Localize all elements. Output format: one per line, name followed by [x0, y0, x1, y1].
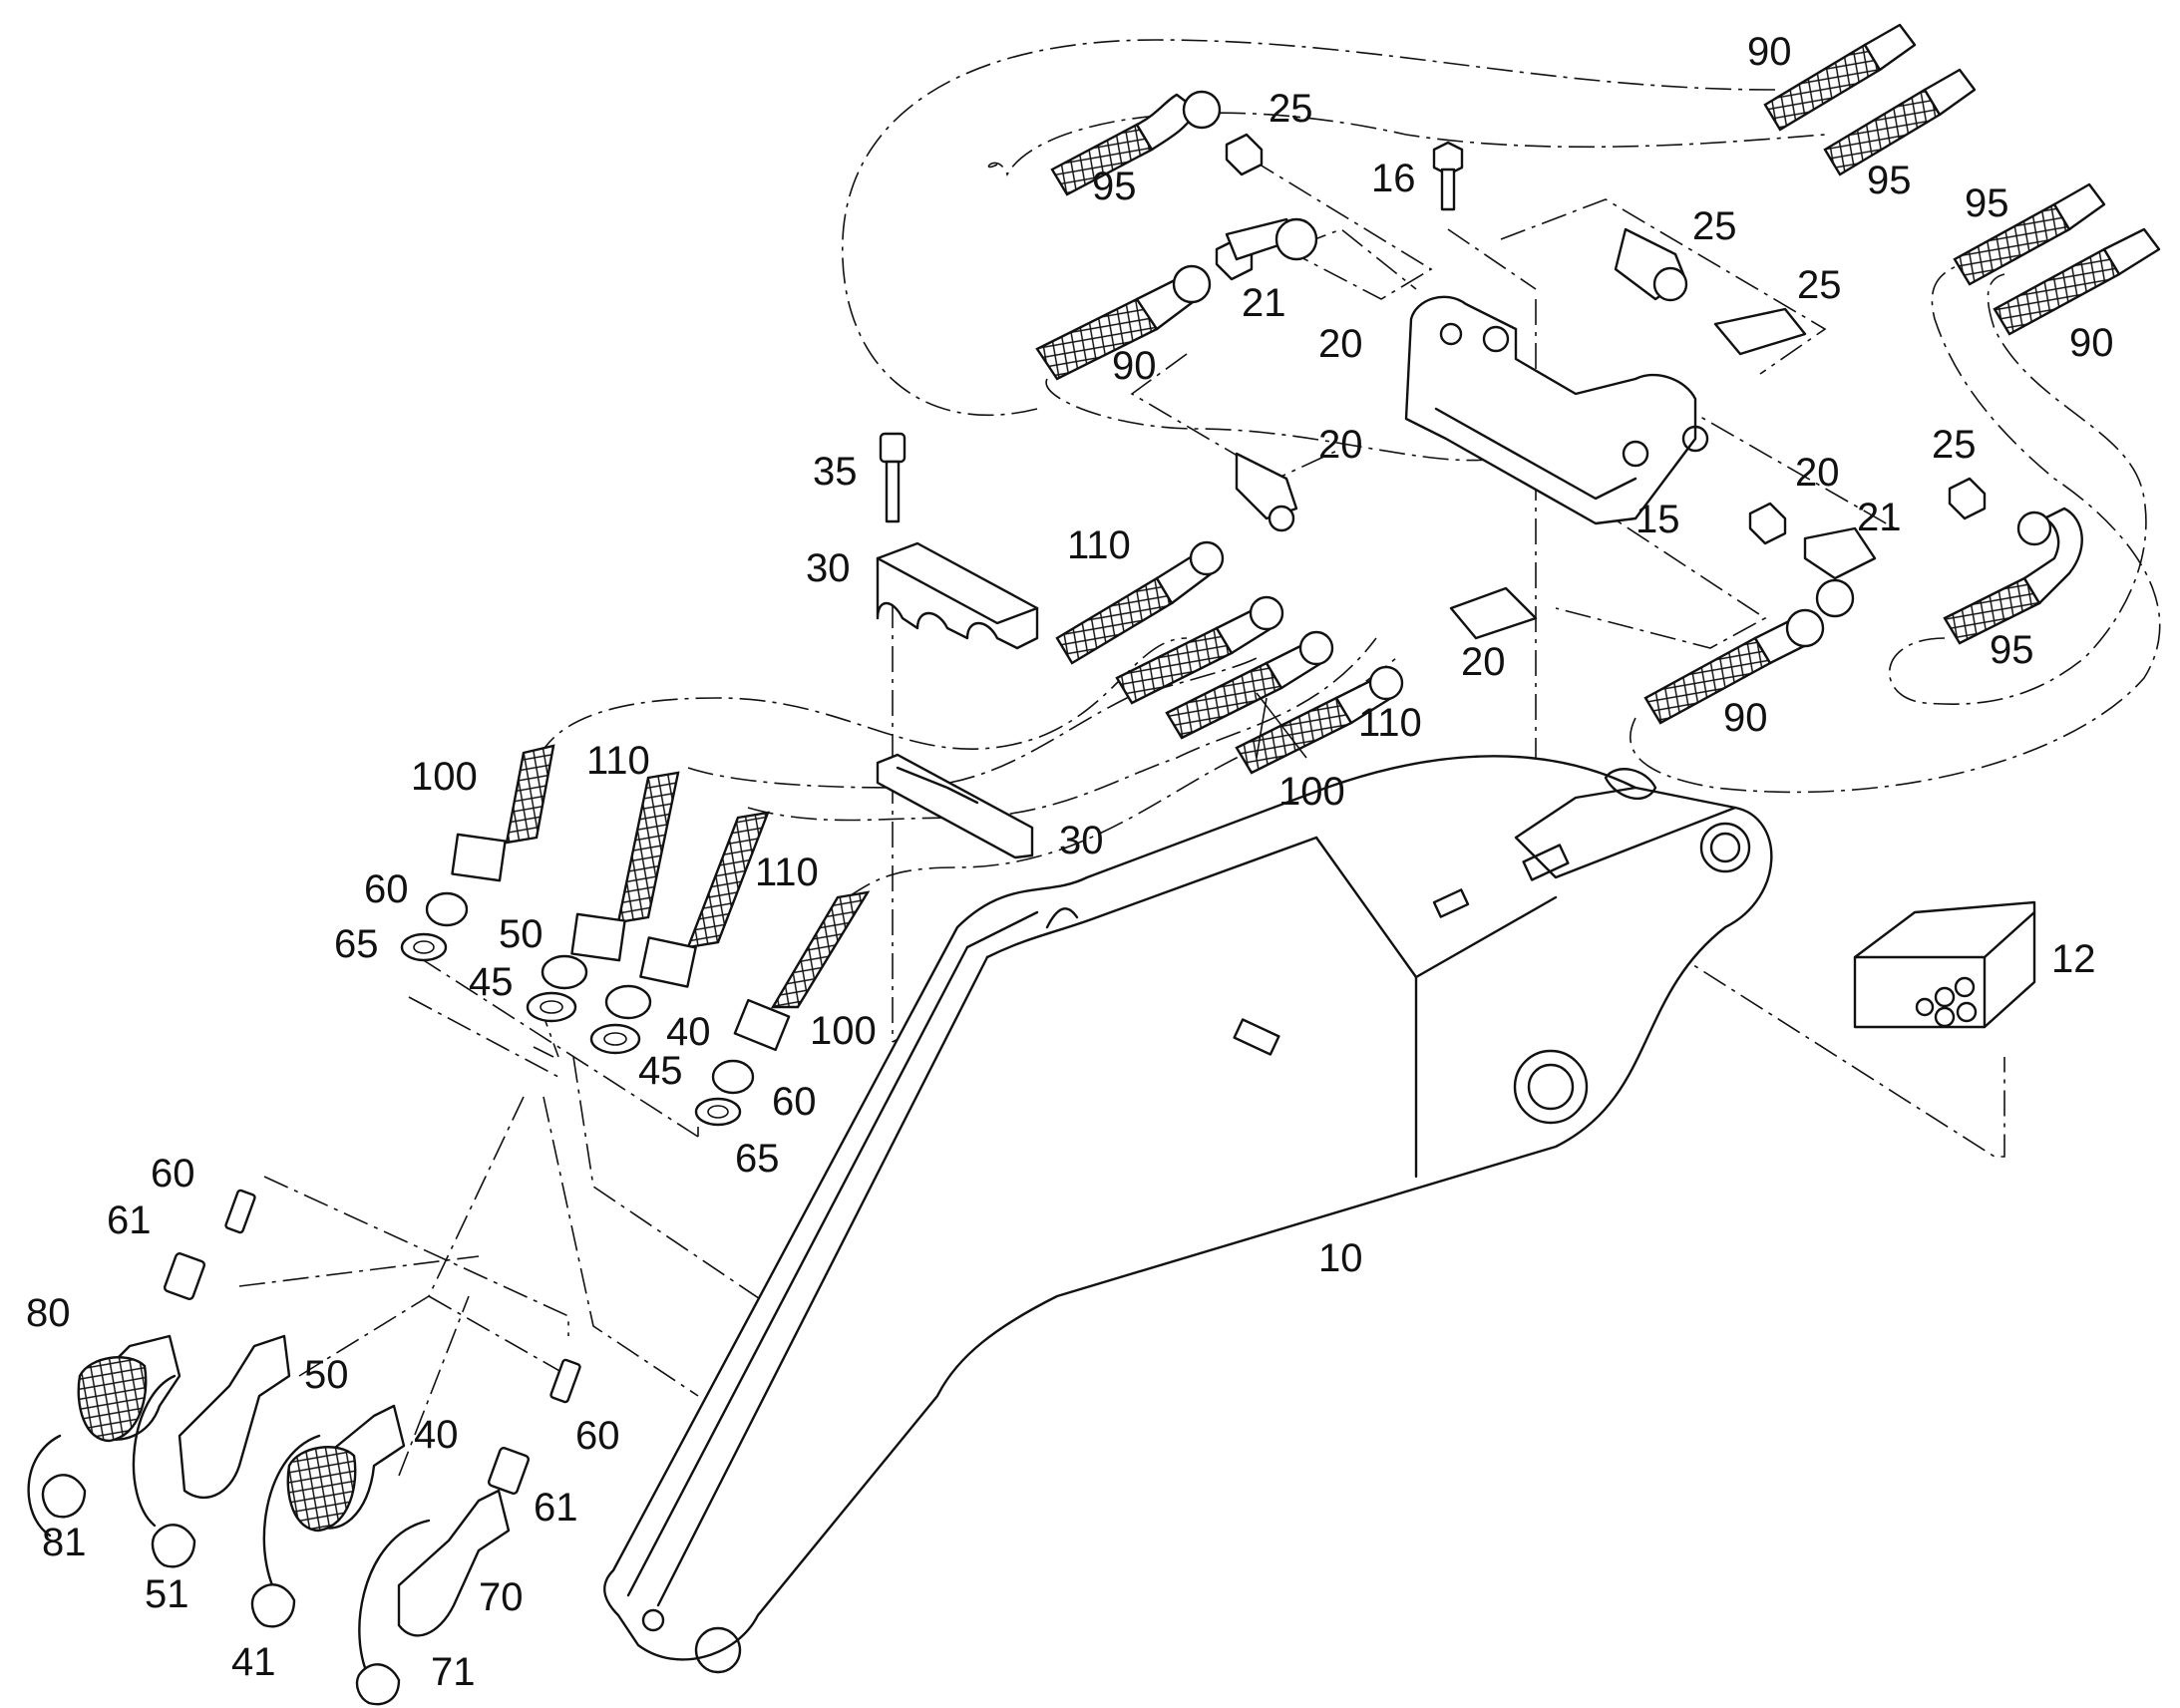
callout-50-b: 50 — [304, 1353, 349, 1397]
quick-couplers — [27, 1189, 581, 1706]
valve-block — [1853, 900, 2036, 1029]
callout-25-c: 25 — [1797, 263, 1842, 307]
callout-50-a: 50 — [499, 912, 544, 956]
callout-95-a: 95 — [1092, 165, 1137, 208]
callout-16: 16 — [1371, 157, 1416, 200]
callout-20-c: 20 — [1795, 451, 1840, 495]
callout-41: 41 — [231, 1640, 276, 1684]
callout-81: 81 — [42, 1521, 87, 1564]
boom-arm — [603, 755, 1773, 1674]
callout-100-c: 100 — [810, 1009, 877, 1053]
callout-90-a: 90 — [1747, 30, 1792, 74]
hose-clamp-lower — [876, 753, 1034, 859]
callout-25-b: 25 — [1692, 204, 1737, 248]
callout-110-a: 110 — [1067, 523, 1131, 567]
callout-110-c: 110 — [586, 739, 650, 783]
callout-60-c: 60 — [151, 1152, 195, 1196]
mounting-bracket — [1404, 295, 1709, 525]
callout-45-b: 45 — [638, 1049, 683, 1093]
callout-51: 51 — [145, 1572, 189, 1616]
callout-labels: 90 25 95 16 95 25 21 20 90 25 95 90 20 3… — [26, 30, 2114, 1694]
callout-25-a: 25 — [1269, 87, 1313, 131]
callout-65-a: 65 — [334, 922, 379, 966]
callout-90-d: 90 — [1723, 696, 1768, 740]
callout-71: 71 — [431, 1650, 476, 1694]
callout-90-b: 90 — [1112, 344, 1157, 388]
hoses — [451, 23, 2161, 1052]
fittings — [400, 133, 1987, 1127]
callout-40-b: 40 — [414, 1413, 459, 1457]
callout-20-b: 20 — [1318, 423, 1363, 467]
callout-10: 10 — [1318, 1236, 1363, 1280]
callout-40-a: 40 — [666, 1010, 711, 1054]
callout-110-b: 110 — [1358, 701, 1422, 745]
callout-95-c: 95 — [1965, 181, 2009, 225]
hose-clamp-upper — [876, 541, 1039, 650]
callout-25-d: 25 — [1932, 423, 1977, 467]
bolt-16 — [1432, 141, 1464, 211]
callout-100-a: 100 — [411, 755, 478, 799]
callout-20-a: 20 — [1318, 322, 1363, 366]
bolt-35 — [879, 432, 907, 523]
callout-30-a: 30 — [806, 546, 851, 590]
callout-45-a: 45 — [469, 960, 514, 1004]
callout-30-b: 30 — [1059, 819, 1104, 862]
callout-21-a: 21 — [1242, 281, 1286, 325]
callout-21-b: 21 — [1857, 496, 1902, 539]
callout-60-a: 60 — [364, 867, 409, 911]
callout-95-b: 95 — [1867, 159, 1912, 202]
callout-90-c: 90 — [2069, 321, 2114, 365]
callout-61-a: 61 — [107, 1198, 152, 1242]
callout-35: 35 — [813, 450, 858, 494]
callout-20-d: 20 — [1461, 640, 1506, 684]
callout-60-d: 60 — [575, 1414, 620, 1458]
callout-80: 80 — [26, 1291, 71, 1335]
callout-70: 70 — [479, 1575, 524, 1619]
callout-95-d: 95 — [1990, 628, 2034, 672]
callout-110-d: 110 — [755, 851, 819, 894]
callout-61-b: 61 — [534, 1486, 578, 1530]
callout-60-b: 60 — [772, 1080, 817, 1124]
callout-15: 15 — [1635, 498, 1680, 541]
callout-12: 12 — [2051, 937, 2096, 981]
callout-65-b: 65 — [735, 1137, 780, 1181]
leader-lines — [1256, 692, 1307, 759]
callout-100-b: 100 — [1278, 770, 1345, 814]
